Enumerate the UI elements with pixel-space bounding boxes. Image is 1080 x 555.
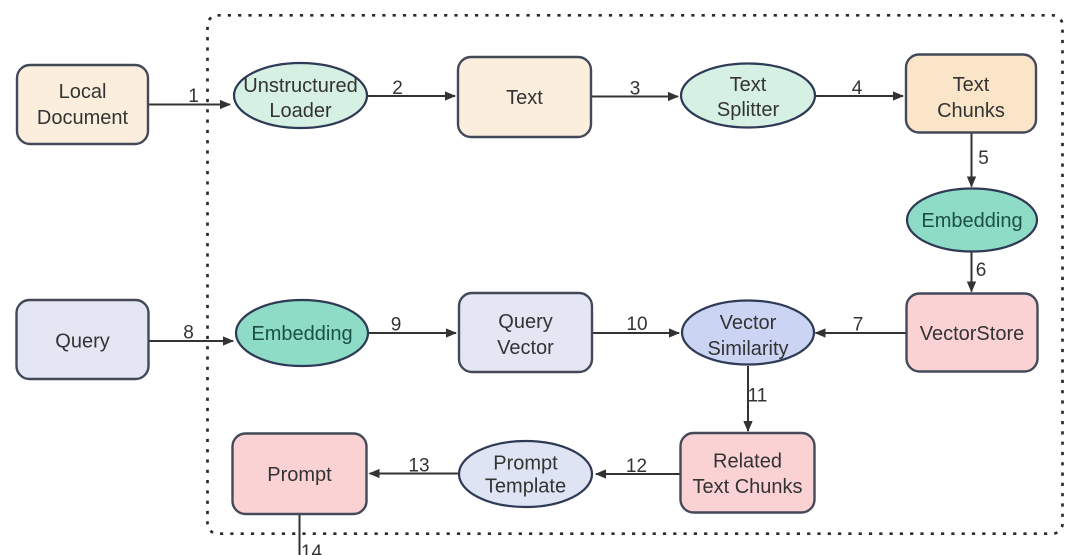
svg-text:Splitter: Splitter xyxy=(717,99,780,121)
svg-text:1: 1 xyxy=(188,86,199,107)
svg-text:Related: Related xyxy=(713,451,782,473)
svg-text:Text Chunks: Text Chunks xyxy=(692,476,802,498)
svg-text:Vector: Vector xyxy=(720,312,777,334)
svg-text:3: 3 xyxy=(630,79,641,100)
svg-text:Unstructured: Unstructured xyxy=(243,75,358,97)
svg-text:Query: Query xyxy=(498,311,552,333)
svg-text:Text: Text xyxy=(506,87,543,109)
svg-text:Loader: Loader xyxy=(269,100,332,122)
svg-text:13: 13 xyxy=(408,456,429,477)
svg-text:Similarity: Similarity xyxy=(707,338,788,360)
svg-text:Local: Local xyxy=(59,81,107,103)
svg-text:4: 4 xyxy=(852,78,863,99)
svg-text:10: 10 xyxy=(626,314,647,335)
svg-text:5: 5 xyxy=(978,148,989,169)
svg-text:8: 8 xyxy=(183,323,194,344)
svg-text:Text: Text xyxy=(953,74,990,96)
svg-text:2: 2 xyxy=(392,78,403,99)
svg-text:Vector: Vector xyxy=(497,337,554,359)
svg-text:Query: Query xyxy=(55,331,109,353)
svg-text:7: 7 xyxy=(853,315,864,336)
svg-text:9: 9 xyxy=(391,315,402,336)
svg-text:Chunks: Chunks xyxy=(937,100,1005,122)
svg-text:12: 12 xyxy=(626,456,647,477)
svg-text:6: 6 xyxy=(976,260,987,281)
svg-text:Text: Text xyxy=(730,74,767,96)
svg-text:VectorStore: VectorStore xyxy=(920,323,1025,345)
svg-text:11: 11 xyxy=(748,386,768,407)
svg-text:Prompt: Prompt xyxy=(267,464,332,486)
svg-text:Prompt: Prompt xyxy=(493,453,558,475)
svg-text:Document: Document xyxy=(37,107,129,129)
svg-text:Embedding: Embedding xyxy=(251,323,352,345)
svg-text:14: 14 xyxy=(301,542,323,555)
svg-text:Embedding: Embedding xyxy=(921,210,1022,232)
svg-text:Template: Template xyxy=(485,476,566,498)
